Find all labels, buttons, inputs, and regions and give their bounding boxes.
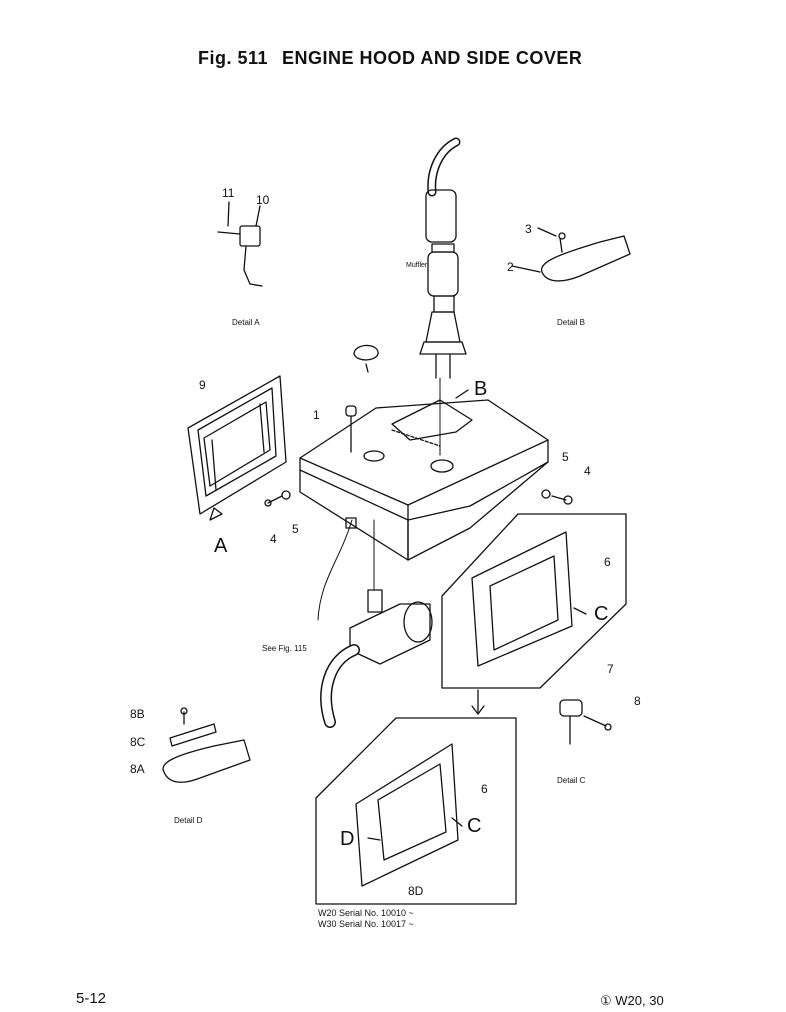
callout-8b: 8B	[130, 707, 145, 721]
callout-5-left: 5	[292, 522, 299, 536]
caption-muffler: Muffler	[406, 262, 428, 269]
callout-3: 3	[525, 222, 532, 236]
figure-number: Fig. 511	[198, 48, 269, 68]
detail-c-parts	[560, 700, 611, 744]
page-number: 5-12	[76, 990, 107, 1007]
air-cleaner	[318, 518, 432, 722]
callout-7: 7	[607, 662, 614, 676]
detail-d-parts	[163, 708, 250, 782]
hood-bolts	[265, 490, 572, 506]
view-letter-d: D	[340, 828, 355, 850]
callout-5-right: 5	[562, 450, 569, 464]
detail-a-parts	[218, 202, 262, 286]
detail-c-frame	[442, 514, 626, 688]
callout-2: 2	[507, 260, 514, 274]
callout-8a: 8A	[130, 762, 145, 776]
model-label: ① W20, 30	[600, 993, 664, 1008]
view-arrows	[210, 390, 586, 840]
view-letter-c-upper: C	[594, 603, 609, 625]
figure-title: Fig. 511 ENGINE HOOD AND SIDE COVER	[198, 48, 596, 69]
engine-hood	[300, 345, 548, 560]
muffler-assembly	[420, 142, 466, 455]
callout-4-right: 4	[584, 464, 591, 478]
callout-8c: 8C	[130, 735, 146, 749]
callout-8d: 8D	[408, 884, 424, 898]
view-letter-b: B	[474, 378, 488, 400]
caption-see-fig: See Fig. 115	[262, 644, 307, 653]
callout-6-upper: 6	[604, 555, 611, 569]
serial-line-w20: W20 Serial No. 10010 ~	[318, 908, 414, 918]
serial-line-w30: W30 Serial No. 10017 ~	[318, 919, 414, 929]
caption-detail-c: Detail C	[557, 776, 586, 785]
detail-b-parts	[512, 228, 630, 281]
callout-10: 10	[256, 193, 270, 207]
caption-detail-a: Detail A	[232, 318, 260, 327]
callout-4-left: 4	[270, 532, 277, 546]
view-letter-c-lower: C	[467, 815, 482, 837]
caption-detail-b: Detail B	[557, 318, 586, 327]
callout-6-lower: 6	[481, 782, 488, 796]
side-cover-left	[188, 376, 286, 514]
lower-panel-frame	[316, 690, 516, 904]
callout-9: 9	[199, 378, 206, 392]
serial-note: W20 Serial No. 10010 ~ W30 Serial No. 10…	[318, 908, 414, 930]
view-letter-a: A	[214, 535, 228, 557]
callout-1: 1	[313, 408, 320, 422]
callout-8: 8	[634, 694, 641, 708]
caption-detail-d: Detail D	[174, 816, 203, 825]
callout-11: 11	[222, 186, 235, 200]
figure-name: ENGINE HOOD AND SIDE COVER	[282, 48, 583, 68]
